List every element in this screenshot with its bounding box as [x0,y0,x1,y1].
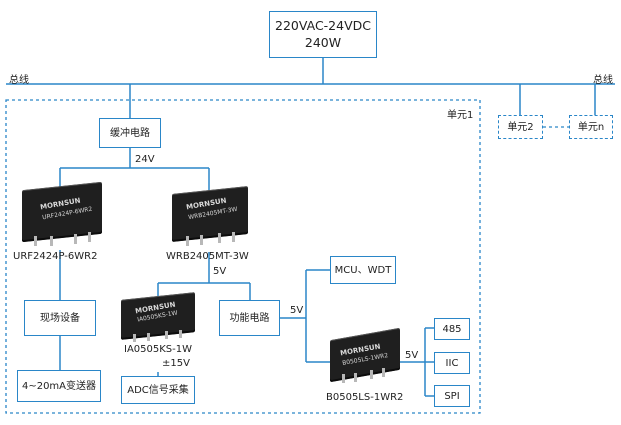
adc-box: ADC信号采集 [121,376,195,404]
power-supply-line1: 220VAC-24VDC [275,18,371,34]
ia-part-label: IA0505KS-1W [124,344,193,355]
wrb-part-label: WRB2405MT-3W [166,251,249,262]
unitn-box: 单元n [569,115,613,139]
power-supply-line2: 240W [304,34,342,50]
b0505-part-label: B0505LS-1WR2 [326,392,404,403]
field-device-box: 现场设备 [24,300,96,336]
v5-label-a: 5V [213,266,227,277]
v5-label-b: 5V [290,305,304,316]
power-supply-box: 220VAC-24VDC 240W [269,11,377,58]
module-b0505ls: MORNSUN B0505LS-1WR2 [330,327,400,386]
pm15v-label: ±15V [162,358,190,369]
box-485: 485 [434,318,470,340]
v5-label-c: 5V [405,350,419,361]
function-circuit-box: 功能电路 [219,300,280,336]
unit2-box: 单元2 [498,115,543,139]
urf-part-label: URF2424P-6WR2 [13,251,98,262]
box-spi: SPI [434,385,470,407]
buffer-circuit-box: 缓冲电路 [99,118,161,148]
box-iic: IIC [434,352,470,374]
module-ia0505ks: MORNSUN IA0505KS-1W [121,292,195,344]
unit1-label: 单元1 [447,110,474,121]
unit1-frame [5,99,481,414]
transmitter-box: 4~20mA变送器 [17,370,101,402]
module-wrb2405mt: MORNSUN WRB2405MT-3W [172,186,248,248]
module-urf2424p: MORNSUN URF2424P-6WR2 [22,181,102,250]
bus-label-left: 总线 [9,75,29,86]
mcu-wdt-box: MCU、WDT [330,256,396,284]
v24-label: 24V [135,154,155,165]
bus-label-right: 总线 [593,75,613,86]
